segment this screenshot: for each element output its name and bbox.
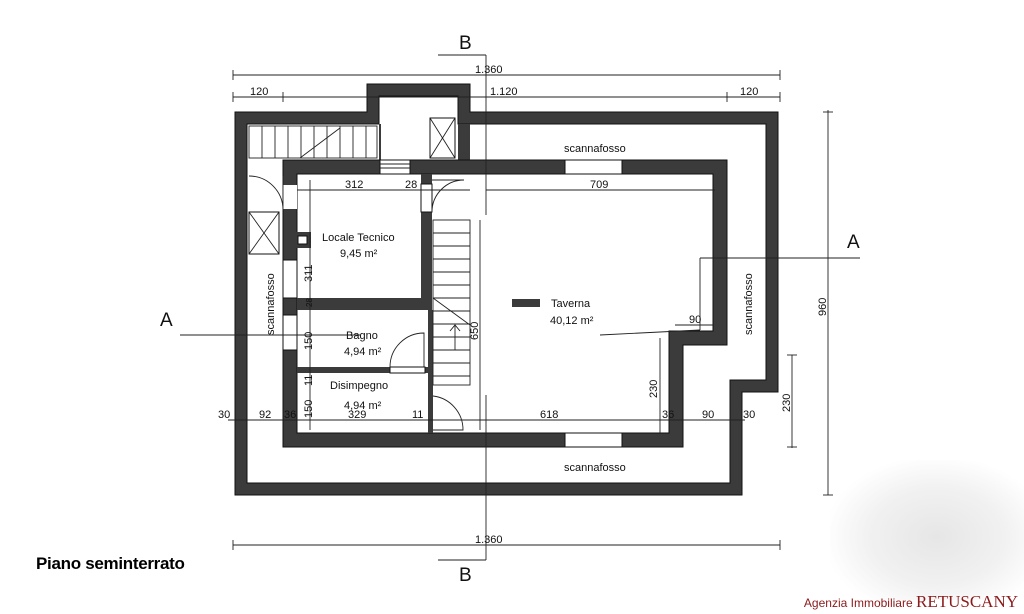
- dim-92: 92: [259, 409, 271, 421]
- dim-28-b: 28: [305, 298, 314, 307]
- dim-311: 311: [303, 264, 315, 282]
- dim-top-mid: 1.120: [490, 86, 518, 98]
- dim-11-b: 11: [412, 409, 423, 421]
- tower-wall: [379, 124, 381, 160]
- scannafosso-right: scannafosso: [743, 273, 755, 335]
- dim-28: 28: [405, 179, 417, 191]
- dim-90-top: 90: [689, 314, 701, 326]
- dim-right-step: 230: [781, 394, 793, 412]
- dim-329: 329: [348, 409, 366, 421]
- section-label-b-bottom: B: [459, 565, 472, 586]
- window-left: [282, 314, 298, 351]
- section-label-b-top: B: [459, 33, 472, 54]
- window-left: [282, 259, 298, 299]
- room-area-bagno: 4,94 m²: [344, 346, 382, 358]
- stair-top-left: [248, 125, 378, 159]
- dim-312: 312: [345, 179, 363, 191]
- watermark-image: [830, 460, 1024, 600]
- dim-150-bagno: 150: [303, 332, 315, 350]
- dim-709: 709: [590, 179, 608, 191]
- dim-30-right: 30: [743, 409, 755, 421]
- dim-right-total: 960: [817, 298, 829, 316]
- window-bottom: [564, 432, 623, 448]
- stair-opening: [379, 159, 411, 175]
- dim-650: 650: [469, 322, 481, 340]
- taverna-marker: [512, 299, 540, 307]
- dim-top-right: 120: [740, 86, 758, 98]
- logo-prefix: Agenzia Immobiliare: [803, 596, 913, 610]
- room-name-taverna: Taverna: [551, 298, 591, 310]
- wall-bagno-top: [297, 298, 432, 310]
- wall-disimpegno: [428, 310, 433, 433]
- plan-title: Piano seminterrato: [36, 554, 185, 573]
- room-area-locale-tecnico: 9,45 m²: [340, 248, 378, 260]
- room-name-bagno: Bagno: [346, 330, 378, 342]
- dim-618: 618: [540, 409, 558, 421]
- wall-tecnico: [421, 174, 432, 300]
- agency-logo: Agenzia Immobiliare RETUSCANY: [804, 592, 1018, 612]
- dim-230: 230: [648, 380, 660, 398]
- scannafosso-top: scannafosso: [564, 143, 626, 155]
- wall-bagno-bottom: [297, 367, 428, 373]
- dim-36-left: 36: [284, 409, 296, 421]
- dim-36-right: 36: [662, 409, 674, 421]
- dimension-lines: [228, 70, 833, 550]
- dim-30-left: 30: [218, 409, 230, 421]
- door-swing: [248, 175, 284, 211]
- dim-bottom-total: 1.360: [475, 534, 503, 546]
- dim-90-bottom: 90: [702, 409, 714, 421]
- room-name-disimpegno: Disimpegno: [330, 380, 388, 392]
- dim-top-left: 120: [250, 86, 268, 98]
- dim-11: 11: [303, 375, 315, 386]
- dim-150-disimpegno: 150: [303, 400, 315, 418]
- section-label-a-right: A: [847, 232, 860, 253]
- room-name-locale-tecnico: Locale Tecnico: [322, 232, 395, 244]
- section-label-a-left: A: [160, 310, 173, 331]
- door-gap: [283, 185, 297, 209]
- window-top: [564, 159, 623, 175]
- tower-wall: [458, 124, 470, 160]
- section-lines: [180, 54, 860, 561]
- room-area-taverna: 40,12 m²: [550, 315, 594, 327]
- building-wall: [282, 159, 728, 448]
- outer-wall: [234, 83, 779, 496]
- scannafosso-bottom: scannafosso: [564, 462, 626, 474]
- room-area-disimpegno: 4,94 m²: [344, 400, 382, 412]
- dim-top-total: 1.360: [475, 64, 503, 76]
- logo-brand: RETUSCANY: [915, 592, 1018, 611]
- internal-stair: [432, 219, 471, 386]
- scannafosso-left: scannafosso: [265, 273, 277, 335]
